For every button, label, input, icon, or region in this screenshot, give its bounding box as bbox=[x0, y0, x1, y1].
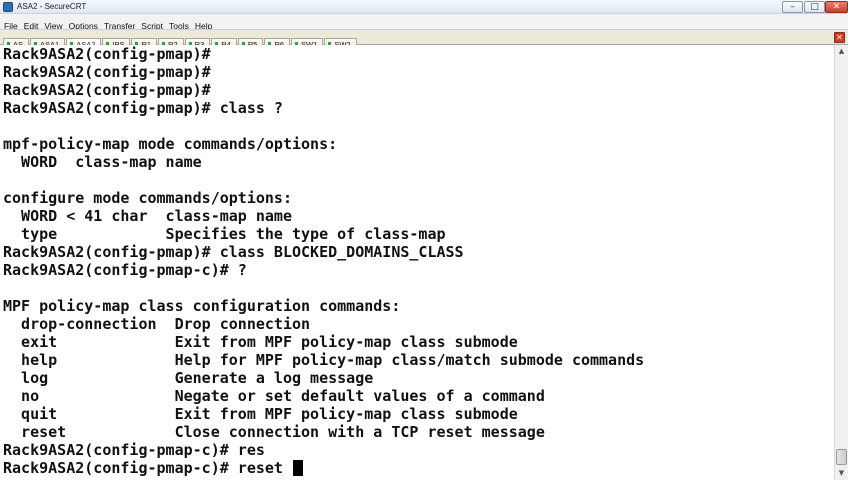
terminal-line: MPF policy-map class configuration comma… bbox=[3, 297, 644, 315]
terminal-line: type Specifies the type of class-map bbox=[3, 225, 644, 243]
terminal-line-text: mpf-policy-map mode commands/options: bbox=[3, 135, 338, 153]
menu-item-tools[interactable]: Tools bbox=[169, 21, 189, 31]
terminal-cursor bbox=[292, 460, 303, 476]
terminal-line: no Negate or set default values of a com… bbox=[3, 387, 644, 405]
terminal-line bbox=[3, 117, 644, 135]
terminal-line bbox=[3, 171, 644, 189]
terminal-line-text: help Help for MPF policy-map class/match… bbox=[3, 351, 645, 369]
tab-label: R2 bbox=[168, 40, 178, 49]
terminal-line-text: Rack9ASA2(config-pmap-c)# reset bbox=[3, 459, 292, 477]
menu-item-options[interactable]: Options bbox=[68, 21, 98, 31]
tab-label: ASA2 bbox=[76, 40, 95, 49]
terminal-line-text: Rack9ASA2(config-pmap)# bbox=[3, 63, 211, 81]
terminal-line-text: Rack9ASA2(config-pmap-c)# res bbox=[3, 441, 265, 459]
terminal-line: Rack9ASA2(config-pmap-c)# ? bbox=[3, 261, 644, 279]
terminal-line: log Generate a log message bbox=[3, 369, 644, 387]
tab-label: SW2 bbox=[334, 40, 350, 49]
terminal-line: help Help for MPF policy-map class/match… bbox=[3, 351, 644, 369]
menu-item-file[interactable]: File bbox=[4, 21, 18, 31]
terminal-line-text: Rack9ASA2(config-pmap)# class ? bbox=[3, 99, 283, 117]
securecrt-app-icon[interactable] bbox=[3, 2, 13, 12]
terminal-line: Rack9ASA2(config-pmap-c)# reset bbox=[3, 459, 644, 477]
terminal-line-text: configure mode commands/options: bbox=[3, 189, 292, 207]
terminal-line-text: exit Exit from MPF policy-map class subm… bbox=[3, 333, 518, 351]
terminal-line: quit Exit from MPF policy-map class subm… bbox=[3, 405, 644, 423]
terminal-line-text: Rack9ASA2(config-pmap)# class BLOCKED_DO… bbox=[3, 243, 464, 261]
tab-label: R4 bbox=[221, 40, 231, 49]
terminal-line: configure mode commands/options: bbox=[3, 189, 644, 207]
terminal-output[interactable]: Rack9ASA2(config-pmap)#Rack9ASA2(config-… bbox=[0, 45, 834, 480]
tab-label: ASA1 bbox=[40, 40, 59, 49]
maximize-button[interactable]: □ bbox=[804, 1, 825, 13]
tab-label: R5 bbox=[248, 40, 258, 49]
terminal-line: Rack9ASA2(config-pmap)# class ? bbox=[3, 99, 644, 117]
terminal-line: Rack9ASA2(config-pmap)# bbox=[3, 81, 644, 99]
terminal-line: Rack9ASA2(config-pmap)# bbox=[3, 63, 644, 81]
scroll-up-arrow-icon[interactable]: ▲ bbox=[838, 47, 845, 55]
menu-bar: File Edit View Options Transfer Script Tools He… bbox=[0, 14, 848, 31]
title-bar: ASA2 - SecureCRT – □ ✕ bbox=[0, 0, 848, 14]
terminal-line: Rack9ASA2(config-pmap)# bbox=[3, 45, 644, 63]
terminal-lines: Rack9ASA2(config-pmap)#Rack9ASA2(config-… bbox=[3, 45, 644, 477]
terminal-line-text: quit Exit from MPF policy-map class subm… bbox=[3, 405, 518, 423]
terminal-line-text: WORD < 41 char class-map name bbox=[3, 207, 292, 225]
tab-label: AS bbox=[13, 40, 23, 49]
terminal-line: Rack9ASA2(config-pmap)# class BLOCKED_DO… bbox=[3, 243, 644, 261]
terminal-line-text: Rack9ASA2(config-pmap)# bbox=[3, 45, 211, 63]
menu-item-edit[interactable]: Edit bbox=[23, 21, 39, 31]
terminal-line-text: no Negate or set default values of a com… bbox=[3, 387, 545, 405]
tab-label: R1 bbox=[141, 40, 151, 49]
tab-label: SW1 bbox=[301, 40, 317, 49]
terminal-line-text: drop-connection Drop connection bbox=[3, 315, 311, 333]
terminal-line: WORD class-map name bbox=[3, 153, 644, 171]
terminal-line-text: type Specifies the type of class-map bbox=[3, 225, 446, 243]
terminal-line: reset Close connection with a TCP reset … bbox=[3, 423, 644, 441]
terminal-line-text: Rack9ASA2(config-pmap-c)# ? bbox=[3, 261, 247, 279]
menu-item-view[interactable]: View bbox=[44, 21, 63, 31]
terminal-line: exit Exit from MPF policy-map class subm… bbox=[3, 333, 644, 351]
minimize-button[interactable]: – bbox=[782, 1, 803, 13]
close-window-button[interactable]: ✕ bbox=[825, 1, 848, 13]
terminal-line-text: Rack9ASA2(config-pmap)# bbox=[3, 81, 211, 99]
terminal-line: Rack9ASA2(config-pmap-c)# res bbox=[3, 441, 644, 459]
scroll-thumb[interactable] bbox=[836, 449, 847, 465]
window-title: ASA2 - SecureCRT bbox=[17, 2, 87, 11]
terminal-line bbox=[3, 279, 644, 297]
tab-label: R3 bbox=[195, 40, 205, 49]
terminal-line: WORD < 41 char class-map name bbox=[3, 207, 644, 225]
terminal-scrollbar[interactable]: ▲ ▼ bbox=[834, 45, 848, 480]
terminal-line-text: log Generate a log message bbox=[3, 369, 374, 387]
close-tab-button[interactable]: ✕ bbox=[834, 32, 845, 43]
session-tab-bar: AS ASA1 ASA2 IPS R1 R2 R3 R4 R5 R6 SW1 SW2 ✕ bbox=[0, 29, 848, 50]
menu-item-help[interactable]: Help bbox=[194, 21, 213, 31]
tab-label: R6 bbox=[274, 40, 284, 49]
terminal-line-text: WORD class-map name bbox=[3, 153, 202, 171]
menu-item-transfer[interactable]: Transfer bbox=[103, 21, 136, 31]
menu-item-script[interactable]: Script bbox=[141, 21, 164, 31]
session-tabs: AS ASA1 ASA2 IPS R1 R2 R3 R4 R5 R6 SW1 SW2 bbox=[3, 32, 358, 50]
terminal-line-text: reset Close connection with a TCP reset … bbox=[3, 423, 545, 441]
tab-label: IPS bbox=[112, 40, 124, 49]
terminal-line-text: MPF policy-map class configuration comma… bbox=[3, 297, 401, 315]
terminal-line: mpf-policy-map mode commands/options: bbox=[3, 135, 644, 153]
terminal-line: drop-connection Drop connection bbox=[3, 315, 644, 333]
scroll-down-arrow-icon[interactable]: ▼ bbox=[838, 469, 845, 477]
